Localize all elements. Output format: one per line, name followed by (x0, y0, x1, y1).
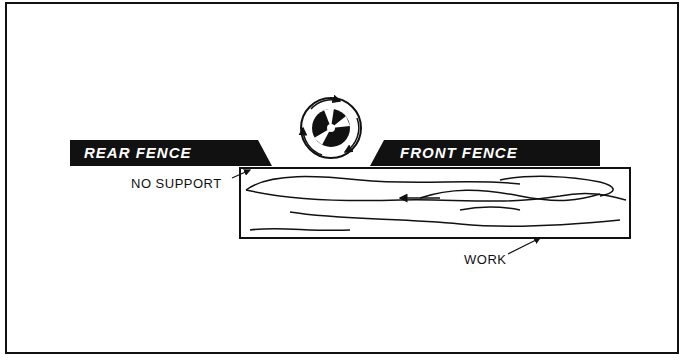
frame-border (6, 3, 678, 353)
leader-line (232, 170, 250, 178)
cutterhead (301, 98, 361, 158)
fence-band: FRONT FENCE (370, 140, 600, 166)
work-board (240, 168, 630, 238)
fence-band: REAR FENCE (70, 140, 272, 166)
callout-label: WORK (463, 252, 507, 267)
leader-line (508, 238, 540, 254)
fence-label: REAR FENCE (84, 140, 192, 166)
fence-label: FRONT FENCE (400, 140, 518, 166)
callout-label: NO SUPPORT (130, 176, 223, 191)
